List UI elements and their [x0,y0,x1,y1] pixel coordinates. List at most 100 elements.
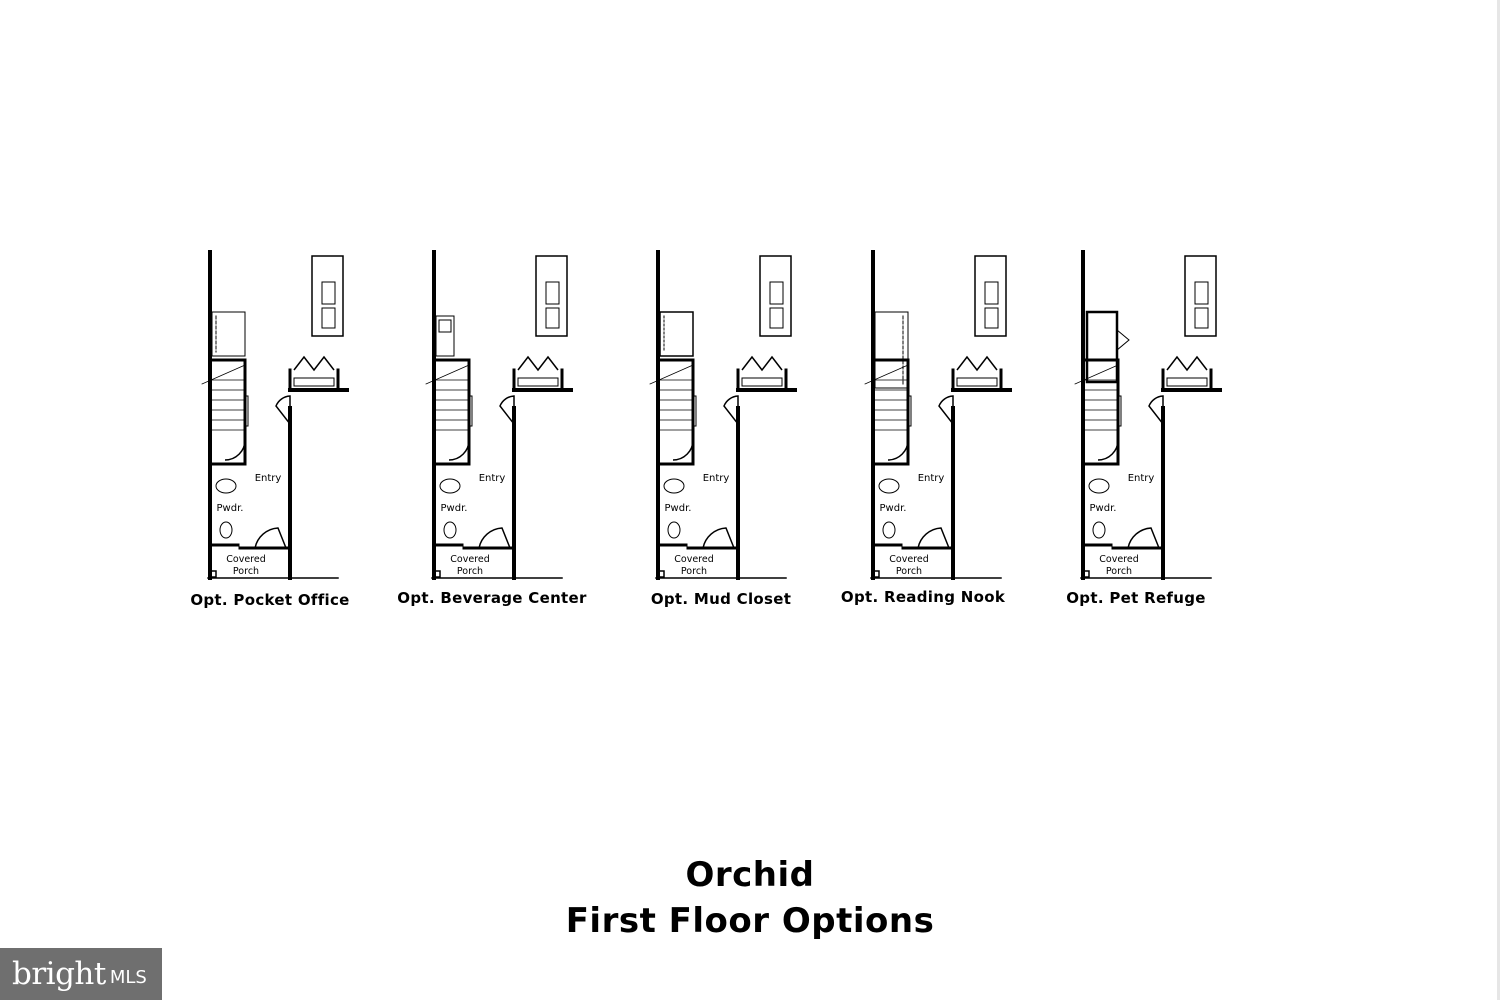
powder-door-swing [672,439,694,461]
sink-icon [321,307,336,329]
toilet-icon [882,521,896,539]
reading-nook-bench [874,311,909,389]
stair-break-line [425,364,470,385]
page-edge [1497,0,1500,1000]
powder-door-swing [1097,439,1119,461]
plan-label-reading-nook: Opt. Reading Nook [840,588,1006,606]
room-label-entry: Entry [703,473,730,484]
porch-post [872,570,880,578]
kitchen-island [535,255,568,337]
cooktop-icon [769,281,784,305]
kitchen-island [1184,255,1217,337]
entry-door-swing [1127,527,1160,549]
door-swing [723,395,739,427]
room-label-porch: Porch [681,566,707,577]
logo-wordmark: bright [12,956,106,992]
page-title: Orchid [685,855,815,895]
kitchen-island [759,255,792,337]
sink-icon [878,478,900,494]
stair-rail [468,395,473,427]
sink-icon [1088,478,1110,494]
porch-post [209,570,217,578]
pocket-office-desk [211,311,246,357]
page-subtitle: First Floor Options [565,901,935,941]
door-swing [499,395,515,427]
pantry-doors [293,355,335,372]
stair-rail [244,395,249,427]
sink-icon [1194,307,1209,329]
beverage-fridge-icon [438,319,452,333]
pantry-doors [741,355,783,372]
cooktop-icon [321,281,336,305]
entry-door-swing [478,527,511,549]
porch-post [657,570,665,578]
room-label-powder: Pwdr. [880,503,907,514]
sink-icon [984,307,999,329]
room-label-porch: Porch [1106,566,1132,577]
entry-door-swing [254,527,287,549]
pantry-shelf [956,377,998,387]
plan-label-mud-closet: Opt. Mud Closet [650,590,792,608]
stair-rail [692,395,697,427]
room-label-covered: Covered [1099,554,1138,565]
entry-door-swing [702,527,735,549]
logo-suffix: MLS [109,966,147,988]
toilet-icon [219,521,233,539]
room-label-powder: Pwdr. [441,503,468,514]
room-label-entry: Entry [918,473,945,484]
porch-post [433,570,441,578]
stair-rail [1117,395,1122,427]
plan-label-pet-refuge: Opt. Pet Refuge [1066,589,1206,607]
room-label-covered: Covered [226,554,265,565]
sink-icon [439,478,461,494]
stair-break-line [201,364,246,385]
room-label-entry: Entry [479,473,506,484]
toilet-icon [443,521,457,539]
room-label-powder: Pwdr. [665,503,692,514]
stair-break-line [864,364,909,385]
room-label-powder: Pwdr. [1090,503,1117,514]
room-label-entry: Entry [255,473,282,484]
pantry-shelf [741,377,783,387]
room-label-covered: Covered [674,554,713,565]
stair-break-line [1074,364,1119,385]
room-label-covered: Covered [889,554,928,565]
pantry-doors [517,355,559,372]
plan-label-beverage-center: Opt. Beverage Center [397,589,587,607]
pantry-shelf [1166,377,1208,387]
sink-icon [663,478,685,494]
mud-closet [659,311,694,357]
plan-label-pocket-office: Opt. Pocket Office [190,591,350,609]
room-label-covered: Covered [450,554,489,565]
powder-door-swing [887,439,909,461]
sink-icon [545,307,560,329]
pantry-shelf [517,377,559,387]
room-label-porch: Porch [457,566,483,577]
door-swing [275,395,291,427]
beverage-cabinet [435,315,455,357]
kitchen-island [311,255,344,337]
pantry-doors [1166,355,1208,372]
pet-door-icon [1116,328,1130,352]
stair-break-line [649,364,694,385]
bright-mls-logo: bright MLS [0,948,162,1000]
room-label-porch: Porch [233,566,259,577]
powder-door-swing [224,439,246,461]
sink-icon [215,478,237,494]
door-swing [938,395,954,427]
pet-refuge-enclosure [1085,310,1119,384]
kitchen-island [974,255,1007,337]
sink-icon [769,307,784,329]
room-label-entry: Entry [1128,473,1155,484]
cooktop-icon [984,281,999,305]
stair-rail [907,395,912,427]
cooktop-icon [1194,281,1209,305]
door-swing [1148,395,1164,427]
toilet-icon [1092,521,1106,539]
room-label-porch: Porch [896,566,922,577]
